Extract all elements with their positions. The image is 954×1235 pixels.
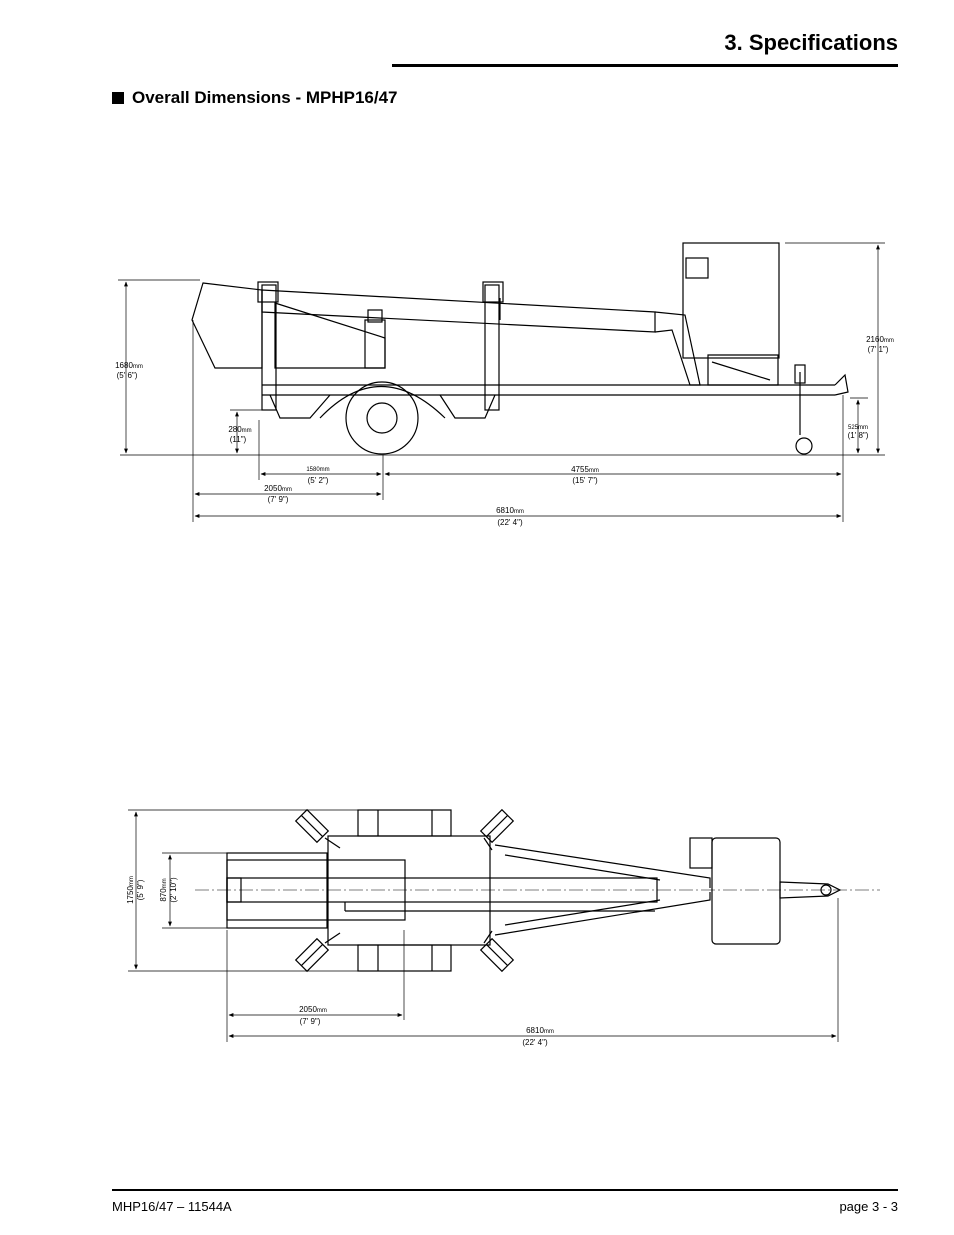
- rear-axle-label: 2050mm: [264, 484, 292, 493]
- side-length-label: 6810mm: [496, 506, 524, 515]
- square-bullet-icon: [112, 92, 124, 104]
- page-title: 3. Specifications: [724, 30, 898, 55]
- chassis-width-label: 870mm: [159, 878, 168, 901]
- section-title: Overall Dimensions - MPHP16/47: [132, 88, 398, 107]
- top-length-imperial: (22' 4"): [522, 1038, 548, 1047]
- footer-doc-id: MHP16/47 – 11544A: [112, 1199, 232, 1214]
- hitch-height-label: 525mm: [848, 425, 868, 431]
- top-view: [195, 808, 880, 973]
- axle-hitch-label: 4755mm: [571, 465, 599, 474]
- section-heading: Overall Dimensions - MPHP16/47: [112, 88, 398, 108]
- side-view: [120, 242, 885, 456]
- top-rear-axle-imperial: (7' 9"): [300, 1017, 321, 1026]
- footer-rule: [112, 1189, 898, 1191]
- hitch-height-imperial: (1' 8"): [848, 431, 869, 440]
- side-height-label: 1680mm: [115, 361, 143, 370]
- outrigger-imperial: (5' 2"): [308, 476, 329, 485]
- top-rear-axle-label: 2050mm: [299, 1005, 327, 1014]
- width-label: 1750mm: [126, 876, 135, 904]
- top-length-label: 6810mm: [526, 1026, 554, 1035]
- chassis-width-imperial: (2' 10"): [169, 877, 178, 903]
- axle-hitch-imperial: (15' 7"): [572, 476, 598, 485]
- platform-height-imperial: (7' 1"): [868, 345, 889, 354]
- width-imperial: (5' 9"): [136, 879, 145, 900]
- side-length-imperial: (22' 4"): [497, 518, 523, 527]
- outrigger-label: 1580mm: [306, 467, 329, 473]
- header-rule: [392, 64, 898, 67]
- rear-axle-imperial: (7' 9"): [268, 495, 289, 504]
- side-height-imperial: (5' 6"): [117, 371, 138, 380]
- clearance-label: 280mm: [228, 425, 251, 434]
- clearance-imperial: (11"): [230, 435, 247, 444]
- footer-page-number: page 3 - 3: [839, 1199, 898, 1214]
- platform-height-label: 2160mm: [866, 335, 894, 344]
